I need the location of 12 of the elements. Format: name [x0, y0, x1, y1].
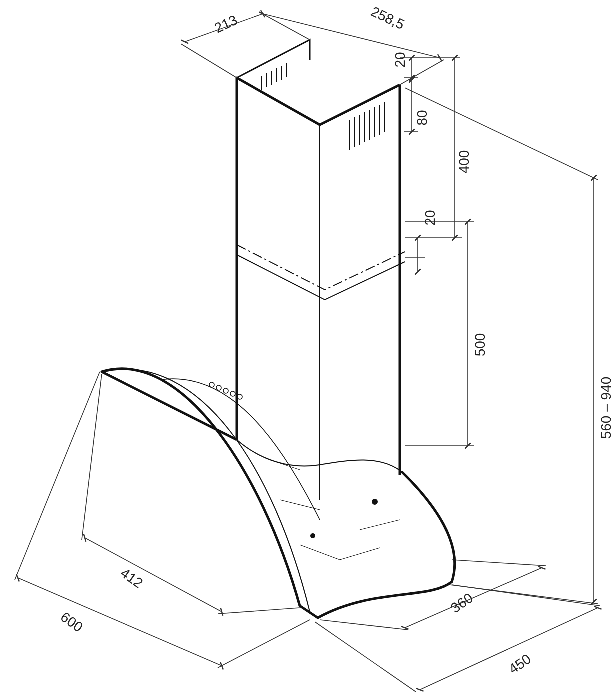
dimension-label: 258,5	[369, 4, 407, 32]
dimension-label: 20	[423, 210, 437, 226]
dimension-label: 80	[415, 110, 429, 126]
dimension-label: 560 – 940	[599, 376, 613, 440]
dimension-label: 400	[457, 150, 471, 174]
dimension-label: 412	[118, 566, 146, 590]
dimension-label: 600	[58, 610, 86, 634]
dimension-label: 450	[506, 652, 534, 676]
dimension-label: 500	[473, 333, 487, 357]
dimension-label: 360	[448, 590, 476, 616]
dimension-label: 20	[393, 52, 407, 68]
dimension-label: 213	[212, 12, 240, 36]
